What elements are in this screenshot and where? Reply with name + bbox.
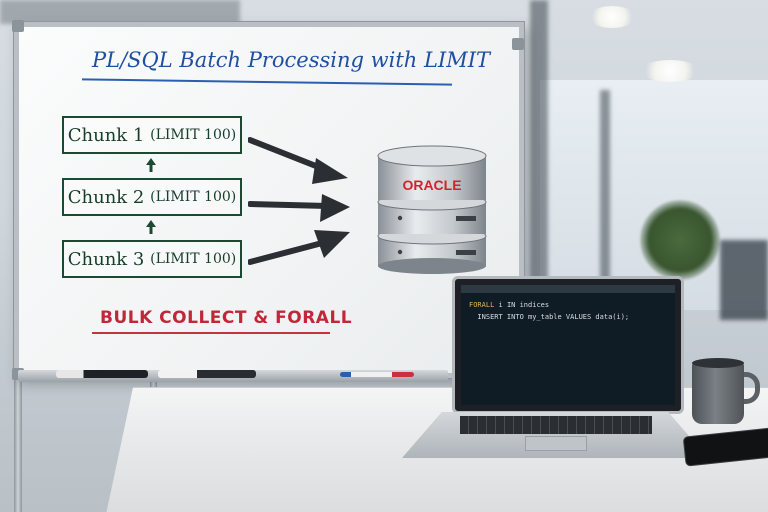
laptop-touchpad [525,436,587,451]
chunk-limit: (LIMIT 100) [150,189,237,205]
mug-rim [692,358,744,368]
laptop-screen: FORALL i IN indices INSERT INTO my_table… [452,276,684,414]
chunk-limit: (LIMIT 100) [150,251,237,267]
ceiling-light [640,60,700,82]
chunk-label: Chunk 2 [67,186,145,208]
bulk-underline [92,332,330,334]
code-line: INSERT INTO my_table VALUES data(i); [469,313,630,321]
mug-handle [740,372,760,404]
code-editor: FORALL i IN indices INSERT INTO my_table… [461,285,675,405]
arrow-right-icon [248,137,348,184]
background-plant [640,200,720,280]
database-server-icon: ORACLE [377,145,487,274]
coffee-mug [692,362,744,424]
editor-titlebar [461,285,675,293]
code-line: i IN indices [494,301,550,309]
whiteboard-title: PL/SQL Batch Processing with LIMIT [92,48,491,72]
whiteboard-corner [12,20,24,32]
arrow-right-icon [248,194,350,222]
pen [340,372,414,377]
arrow-right-icon [248,230,350,265]
laptop-keyboard [460,416,652,434]
chunk-limit: (LIMIT 100) [150,127,237,143]
background-pillar [530,0,548,330]
chunk-box-1: Chunk 1 (LIMIT 100) [62,116,242,154]
oracle-logo-text: ORACLE [402,177,461,193]
chunk-label: Chunk 3 [67,248,145,270]
marker-black [158,370,256,378]
code-keyword: FORALL [469,301,495,309]
marker-black [56,370,148,378]
up-arrow-icon [146,220,156,234]
code-block: FORALL i IN indices INSERT INTO my_table… [461,293,675,329]
chunk-label: Chunk 1 [67,124,145,146]
chunk-box-2: Chunk 2 (LIMIT 100) [62,178,242,216]
whiteboard-leg [14,376,22,512]
whiteboard-corner [512,38,524,50]
background-top [0,0,240,24]
background-monitor [720,240,768,320]
ceiling-light [588,6,636,28]
bulk-collect-text: BULK COLLECT & FORALL [100,308,353,328]
up-arrow-icon [146,158,156,172]
background-frame [600,90,610,310]
chunk-box-3: Chunk 3 (LIMIT 100) [62,240,242,278]
